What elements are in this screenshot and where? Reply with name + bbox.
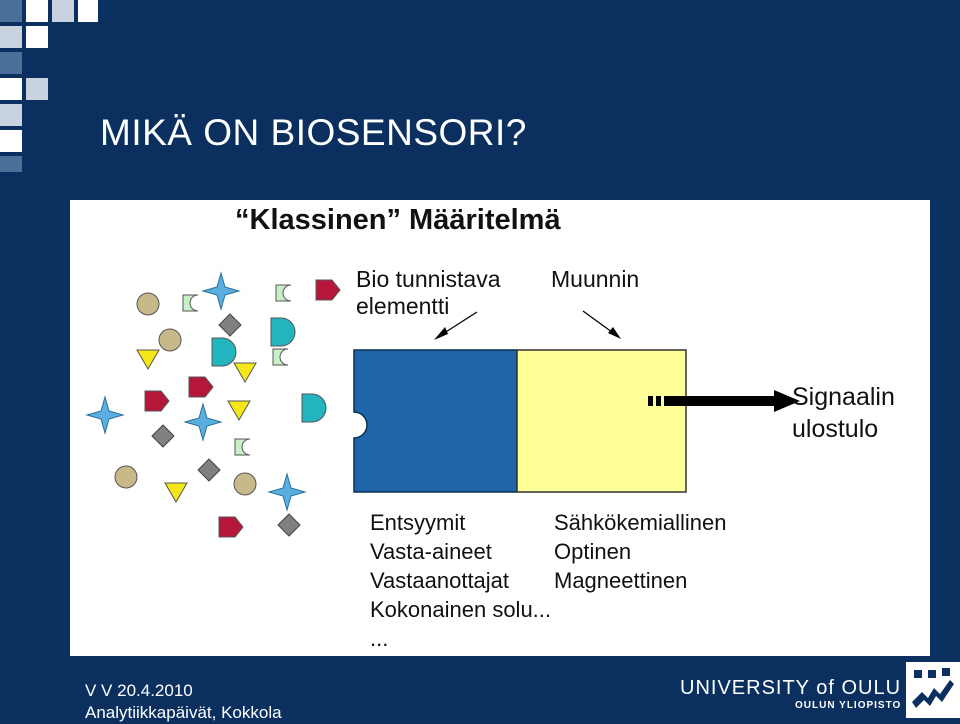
list-item: Magneettinen	[554, 568, 688, 593]
mint-shape	[234, 438, 251, 456]
pentagon-shape	[144, 390, 170, 412]
diamond-shape	[197, 458, 221, 482]
mint-shape	[275, 284, 292, 302]
diagram-graphics	[85, 271, 800, 538]
list-item: Optinen	[554, 539, 632, 564]
university-name: UNIVERSITY of OULU	[680, 677, 902, 699]
mint-shape	[272, 348, 289, 366]
diamond-shape	[151, 424, 175, 448]
pointer-arrows	[434, 310, 621, 340]
list-item: Sähkökemiallinen	[554, 510, 727, 535]
triangle-shape	[227, 400, 251, 421]
pentagon-shape	[218, 516, 244, 538]
footer-info: V V 20.4.2010 Analytiikkapäivät, Kokkola	[85, 680, 282, 724]
diagram-heading: “Klassinen” Määritelmä	[235, 204, 561, 236]
list-item: Vastaanottajat	[370, 568, 510, 593]
teal-d-shape	[211, 337, 237, 367]
footer-date: V V 20.4.2010	[85, 681, 193, 700]
signal-label-line1: Signaalin	[792, 383, 895, 411]
signal-arrow	[648, 390, 800, 412]
diamond-shape	[218, 313, 242, 337]
university-logo-icon	[906, 662, 960, 718]
signal-output-label: Signaalin ulostulo	[792, 381, 895, 445]
diagram-panel: “Klassinen” Määritelmä Bio tunnistava el…	[70, 200, 930, 656]
teal-d-shape	[270, 317, 296, 347]
bio-label-line1: Bio tunnistava	[356, 266, 501, 292]
pentagon-shape	[188, 376, 214, 398]
list-item: Kokonainen solu...	[370, 597, 552, 622]
circle-shape	[233, 472, 257, 496]
transducer-block	[516, 349, 687, 493]
list-item: ...	[370, 626, 389, 651]
list-item: Vasta-aineet	[370, 539, 492, 564]
bio-recognition-block	[353, 349, 518, 493]
decorative-squares	[0, 0, 98, 172]
triangle-shape	[233, 362, 257, 383]
star-shape	[85, 395, 125, 435]
diamond-shape	[277, 513, 301, 537]
bio-element-label: Bio tunnistava elementti	[356, 266, 500, 320]
slide-title: MIKÄ ON BIOSENSORI?	[100, 112, 527, 153]
transducer-label: Muunnin	[551, 266, 640, 292]
list-item: Entsyymit	[370, 510, 466, 535]
star-shape	[267, 472, 307, 512]
recognition-element-list: Entsyymit Vasta-aineet Vastaanottajat Ko…	[370, 508, 551, 653]
circle-shape	[158, 328, 182, 352]
bio-label-line2: elementti	[356, 293, 450, 319]
triangle-shape	[164, 482, 188, 503]
signal-label-line2: ulostulo	[792, 415, 879, 443]
triangle-shape	[136, 349, 160, 370]
star-shape	[183, 402, 223, 442]
university-subtitle: OULUN YLIOPISTO	[795, 700, 902, 711]
pentagon-shape	[315, 279, 341, 301]
footer-event: Analytiikkapäivät, Kokkola	[85, 703, 282, 722]
circle-shape	[136, 292, 160, 316]
star-shape	[201, 271, 241, 311]
analyte-shapes	[85, 271, 341, 538]
mint-shape	[182, 294, 199, 312]
circle-shape	[114, 465, 138, 489]
transducer-type-list: Sähkökemiallinen Optinen Magneettinen	[554, 508, 726, 595]
teal-d-shape	[301, 393, 327, 423]
